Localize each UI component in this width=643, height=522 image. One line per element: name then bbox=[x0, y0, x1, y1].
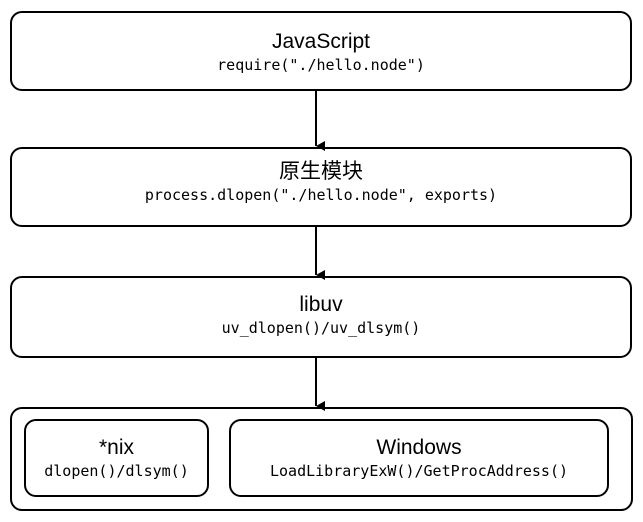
javascript-layer-title: JavaScript bbox=[271, 30, 371, 53]
windows-platform-code: LoadLibraryExW()/GetProcAddress() bbox=[269, 462, 568, 480]
native-module-layer-box: 原生模块 process.dlopen("./hello.node", expo… bbox=[10, 147, 632, 227]
nix-platform-box: *nix dlopen()/dlsym() bbox=[24, 419, 209, 497]
libuv-layer-code: uv_dlopen()/uv_dlsym() bbox=[221, 319, 421, 337]
native-module-layer-code: process.dlopen("./hello.node", exports) bbox=[144, 186, 498, 204]
nix-platform-title: *nix bbox=[98, 436, 135, 459]
nix-platform-code: dlopen()/dlsym() bbox=[44, 462, 189, 480]
javascript-layer-code: require("./hello.node") bbox=[217, 56, 425, 74]
javascript-layer-box: JavaScript require("./hello.node") bbox=[10, 11, 632, 91]
windows-platform-box: Windows LoadLibraryExW()/GetProcAddress(… bbox=[229, 419, 609, 497]
windows-platform-title: Windows bbox=[376, 436, 462, 459]
libuv-layer-title: libuv bbox=[299, 293, 343, 316]
libuv-layer-box: libuv uv_dlopen()/uv_dlsym() bbox=[10, 276, 632, 358]
native-module-layer-title: 原生模块 bbox=[279, 160, 363, 183]
